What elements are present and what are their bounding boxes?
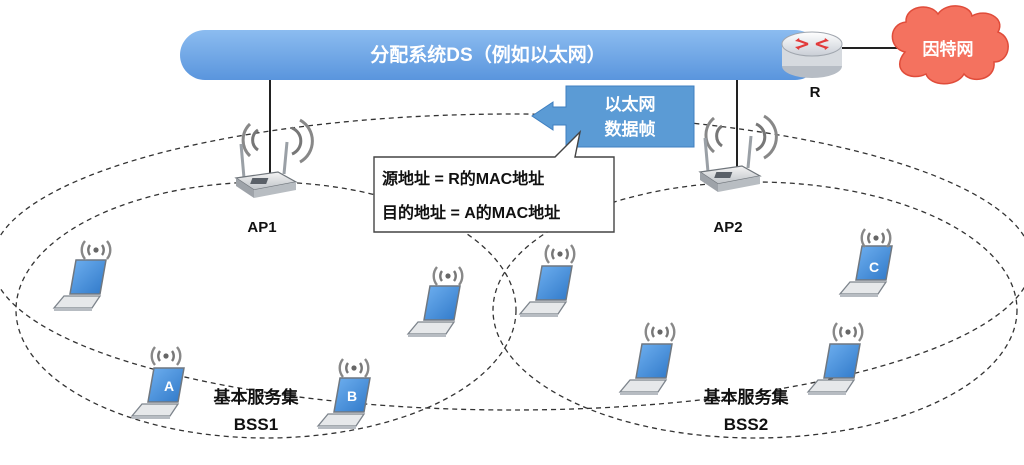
wifi-icon [860, 227, 892, 249]
router-label: R [810, 84, 821, 101]
bss2-title: 基本服务集 [703, 387, 790, 407]
wifi-icon [338, 357, 370, 379]
laptop-icon [519, 265, 573, 318]
host-b-label: B [347, 388, 357, 404]
bss2-id: BSS2 [724, 415, 768, 434]
router-icon [781, 31, 843, 78]
wifi-icon [80, 239, 112, 261]
wifi-icon [832, 321, 864, 343]
internet-cloud-icon [891, 5, 1009, 85]
ethernet-frame-callout [531, 85, 695, 148]
wifi-icon [644, 321, 676, 343]
ap1-wifi-left-icon [241, 122, 259, 158]
wifi-icon [150, 345, 182, 367]
ap2-wifi-right-icon [755, 114, 778, 160]
destination-address-text: 目的地址 = A的MAC地址 [382, 203, 560, 222]
wifi-icon [432, 265, 464, 287]
bss1-id: BSS1 [234, 415, 278, 434]
host-a-laptop-icon [131, 367, 185, 420]
host-c-laptop-icon [839, 245, 893, 298]
laptop-icon [807, 343, 861, 396]
ethernet-frame-line2: 数据帧 [605, 119, 656, 139]
ap2-label: AP2 [713, 219, 742, 236]
distribution-system-bar [180, 30, 820, 80]
laptop-icon [619, 343, 673, 396]
laptop-icon [407, 285, 461, 338]
wifi-icon [544, 243, 576, 265]
ap1-wifi-right-icon [291, 118, 314, 164]
distribution-system-label: 分配系统DS（例如以太网） [370, 43, 605, 66]
source-address-text: 源地址 = R的MAC地址 [382, 169, 544, 188]
host-a-label: A [164, 378, 174, 394]
bss1-title: 基本服务集 [213, 387, 300, 407]
ap2-wifi-left-icon [704, 116, 723, 154]
host-b-laptop-icon [317, 377, 371, 430]
host-c-label: C [869, 259, 879, 275]
frame-address-box [373, 129, 615, 233]
laptop-icon [53, 259, 107, 312]
ethernet-frame-line1: 以太网 [605, 94, 656, 114]
internet-label: 因特网 [923, 39, 974, 59]
ap1-label: AP1 [247, 219, 276, 236]
